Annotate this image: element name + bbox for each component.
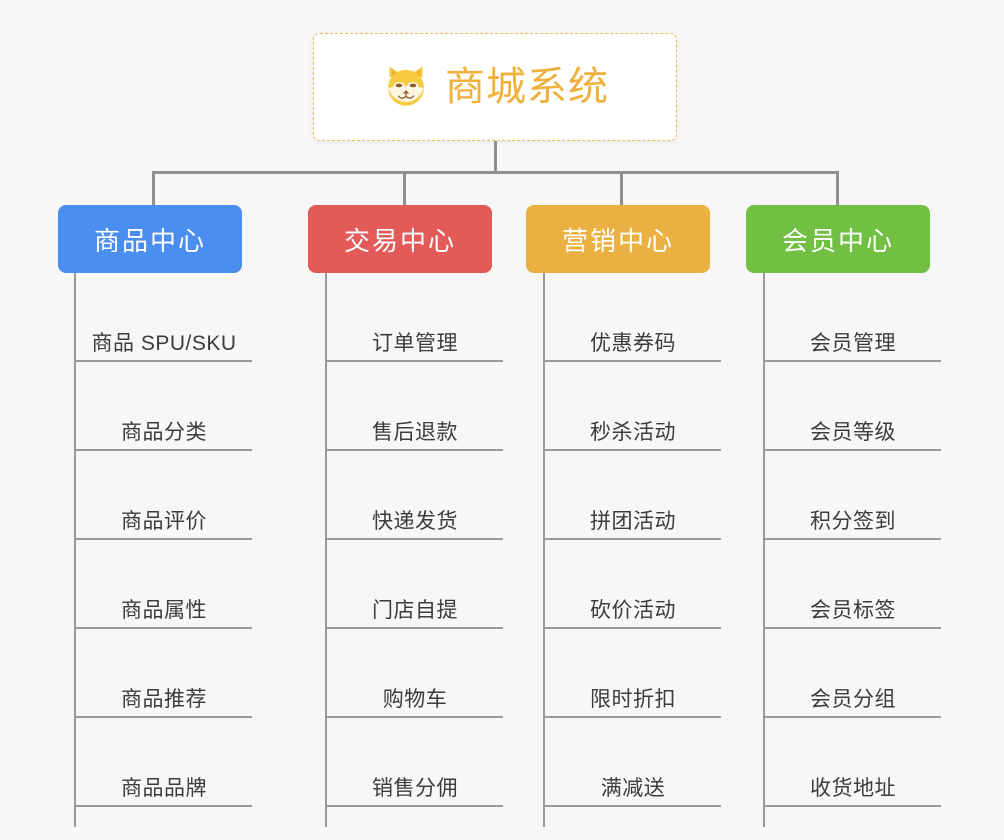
connector-drop-3 <box>620 171 623 205</box>
list-item[interactable]: 会员管理 <box>765 273 941 362</box>
list-item[interactable]: 订单管理 <box>327 273 503 362</box>
connector-root-stem <box>494 141 497 173</box>
list-item[interactable]: 会员等级 <box>765 362 941 451</box>
category-box-4[interactable]: 会员中心 <box>746 205 930 273</box>
list-item[interactable]: 商品品牌 <box>76 718 252 807</box>
leaf-column-3: 优惠券码 秒杀活动 拼团活动 砍价活动 限时折扣 满减送 <box>545 273 721 807</box>
category-label-2: 交易中心 <box>343 225 456 256</box>
leaf-label: 会员分组 <box>810 687 896 711</box>
leaf-label: 收货地址 <box>810 776 896 800</box>
leaf-label: 商品评价 <box>121 509 207 533</box>
leaf-label: 会员标签 <box>810 598 896 622</box>
category-box-3[interactable]: 营销中心 <box>526 205 710 273</box>
list-item[interactable]: 商品 SPU/SKU <box>76 273 252 362</box>
root-node[interactable]: 商城系统 <box>313 33 677 141</box>
list-item[interactable]: 拼团活动 <box>545 451 721 540</box>
leaf-label: 满减送 <box>600 776 666 800</box>
list-item[interactable]: 积分签到 <box>765 451 941 540</box>
root-title: 商城系统 <box>445 65 609 109</box>
list-item[interactable]: 商品属性 <box>76 540 252 629</box>
list-item[interactable]: 限时折扣 <box>545 629 721 718</box>
category-box-2[interactable]: 交易中心 <box>308 205 492 273</box>
list-item[interactable]: 会员分组 <box>765 629 941 718</box>
leaf-label: 会员管理 <box>810 331 896 355</box>
list-item[interactable]: 会员标签 <box>765 540 941 629</box>
leaf-label: 砍价活动 <box>590 598 676 622</box>
leaf-label: 销售分佣 <box>372 776 458 800</box>
leaf-label: 快递发货 <box>372 509 458 533</box>
leaf-column-2: 订单管理 售后退款 快递发货 门店自提 购物车 销售分佣 <box>327 273 503 807</box>
leaf-label: 优惠券码 <box>590 331 676 355</box>
connector-bus <box>152 171 838 174</box>
leaf-rail-3 <box>543 273 545 827</box>
shiba-dog-emoji-icon <box>388 66 424 106</box>
category-label-4: 会员中心 <box>781 225 894 256</box>
list-item[interactable]: 砍价活动 <box>545 540 721 629</box>
leaf-label: 售后退款 <box>372 420 458 444</box>
leaf-label: 购物车 <box>382 687 448 711</box>
list-item[interactable]: 快递发货 <box>327 451 503 540</box>
category-box-1[interactable]: 商品中心 <box>58 205 242 273</box>
leaf-rail-2 <box>325 273 327 827</box>
leaf-label: 限时折扣 <box>590 687 676 711</box>
list-item[interactable]: 售后退款 <box>327 362 503 451</box>
category-label-1: 商品中心 <box>93 225 206 256</box>
leaf-label: 订单管理 <box>372 331 458 355</box>
leaf-rail-1 <box>74 273 76 827</box>
category-label-3: 营销中心 <box>561 225 674 256</box>
leaf-label: 积分签到 <box>810 509 896 533</box>
leaf-label: 门店自提 <box>372 598 458 622</box>
leaf-label: 会员等级 <box>810 420 896 444</box>
list-item[interactable]: 满减送 <box>545 718 721 807</box>
leaf-label: 商品品牌 <box>121 776 207 800</box>
list-item[interactable]: 商品评价 <box>76 451 252 540</box>
leaf-column-1: 商品 SPU/SKU 商品分类 商品评价 商品属性 商品推荐 商品品牌 <box>76 273 252 807</box>
list-item[interactable]: 秒杀活动 <box>545 362 721 451</box>
list-item[interactable]: 商品分类 <box>76 362 252 451</box>
list-item[interactable]: 优惠券码 <box>545 273 721 362</box>
list-item[interactable]: 购物车 <box>327 629 503 718</box>
leaf-label: 秒杀活动 <box>590 420 676 444</box>
leaf-label: 商品推荐 <box>121 687 207 711</box>
list-item[interactable]: 门店自提 <box>327 540 503 629</box>
connector-drop-1 <box>152 171 155 205</box>
leaf-label: 拼团活动 <box>590 509 676 533</box>
leaf-label: 商品分类 <box>121 420 207 444</box>
leaf-rail-4 <box>763 273 765 827</box>
list-item[interactable]: 收货地址 <box>765 718 941 807</box>
list-item[interactable]: 商品推荐 <box>76 629 252 718</box>
leaf-column-4: 会员管理 会员等级 积分签到 会员标签 会员分组 收货地址 <box>765 273 941 807</box>
connector-drop-2 <box>403 171 406 205</box>
connector-drop-4 <box>836 171 839 205</box>
list-item[interactable]: 销售分佣 <box>327 718 503 807</box>
leaf-label: 商品 SPU/SKU <box>91 331 237 355</box>
leaf-label: 商品属性 <box>121 598 207 622</box>
